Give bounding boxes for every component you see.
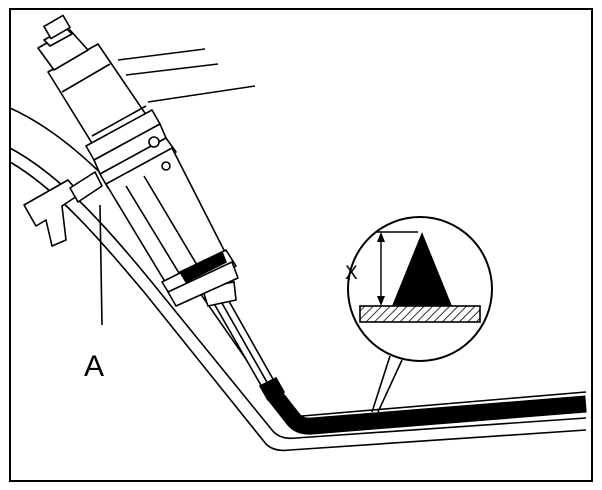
- nozzle: [200, 281, 286, 402]
- sealant-gun-icon: [23, 14, 239, 307]
- diagram-frame: [9, 8, 593, 482]
- dimension-label-x: X: [345, 263, 358, 284]
- bead-cross-section-icon: [347, 216, 493, 362]
- glass-reflection-lines: [117, 48, 219, 76]
- callout-a-leader: [99, 204, 103, 326]
- callout-label-a: A: [84, 350, 105, 383]
- detail-leader-lines: [371, 355, 403, 413]
- sealant-bead: [265, 386, 587, 435]
